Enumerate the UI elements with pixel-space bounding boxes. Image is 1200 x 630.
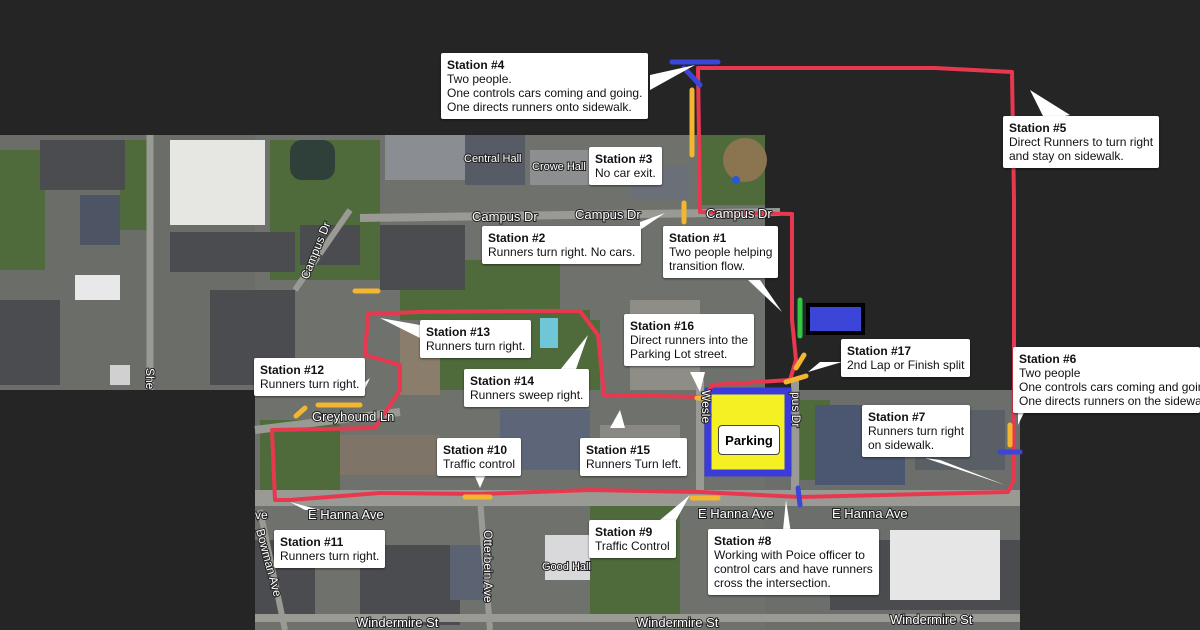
- label-crowe-hall: Crowe Hall: [532, 161, 586, 173]
- parking-label: Parking: [718, 425, 780, 455]
- station-text: transition flow.: [669, 259, 746, 273]
- station-text: control cars and have runners: [714, 562, 873, 576]
- station-title: Station #1: [669, 231, 727, 245]
- station-text: Runners sweep right.: [470, 388, 584, 402]
- station-title: Station #5: [1009, 121, 1067, 135]
- label-windermire-st-3: Windermire St: [890, 612, 973, 627]
- station-text: on sidewalk.: [868, 438, 935, 452]
- station-callout: Station #5 Direct Runners to turn right …: [1003, 116, 1160, 168]
- station-text: One directs runners onto sidewalk.: [447, 100, 632, 114]
- label-windermire-st-1: Windermire St: [356, 615, 439, 630]
- station-callout: Station #2 Runners turn right. No cars.: [482, 226, 642, 264]
- station-title: Station #3: [595, 152, 653, 166]
- station-callout: Station #16 Direct runners into the Park…: [624, 314, 755, 366]
- pool: [540, 318, 558, 348]
- label-campus-dr-2: Campus Dr: [575, 207, 641, 222]
- map-dot: [732, 176, 740, 184]
- label-ve: ve: [255, 508, 268, 522]
- pond: [290, 140, 335, 180]
- station-callout: Station #6 Two people One controls cars …: [1013, 347, 1200, 413]
- station-markers-blue: [669, 59, 1023, 508]
- station-text: Traffic Control: [595, 539, 670, 553]
- station-title: Station #13: [426, 325, 491, 339]
- station-markers-yellow: [293, 87, 1013, 501]
- station-title: Station #10: [443, 443, 508, 457]
- callout-pointers: [290, 65, 1070, 560]
- station-callout: Station #12 Runners turn right.: [254, 358, 366, 396]
- station-callout: Station #10 Traffic control: [437, 438, 522, 476]
- label-pus-dr: pus Dr: [789, 392, 803, 427]
- label-e-hanna-ave-3: E Hanna Ave: [832, 506, 908, 521]
- station-text: Runners turn right. No cars.: [488, 245, 636, 259]
- station-title: Station #9: [595, 525, 653, 539]
- station-title: Station #7: [868, 410, 926, 424]
- station-title: Station #16: [630, 319, 695, 333]
- station-text: cross the intersection.: [714, 576, 831, 590]
- label-she: She: [143, 368, 157, 390]
- label-wesle: Wesle: [699, 390, 713, 423]
- station-callout: Station #7 Runners turn right on sidewal…: [862, 405, 971, 457]
- street-labels: Central Hall Crowe Hall Campus Dr Campus…: [142, 152, 974, 630]
- station-callout: Station #15 Runners Turn left.: [580, 438, 688, 476]
- station-title: Station #17: [847, 344, 912, 358]
- label-windermire-st-2: Windermire St: [636, 615, 719, 630]
- station-title: Station #8: [714, 534, 772, 548]
- station-callout: Station #13 Runners turn right.: [420, 320, 532, 358]
- station-text: Direct runners into the: [630, 333, 749, 347]
- station-text: One controls cars coming and going.: [1019, 380, 1200, 394]
- station-text: Two people helping: [669, 245, 773, 259]
- station-text: One directs runners on the sidewalk.: [1019, 394, 1200, 408]
- station-text: No car exit.: [595, 166, 656, 180]
- label-campus-dr-3: Campus Dr: [706, 206, 772, 221]
- label-campus-dr-1: Campus Dr: [472, 209, 538, 224]
- station-text: Runners turn right.: [280, 549, 380, 563]
- station-title: Station #4: [447, 58, 505, 72]
- station-title: Station #11: [280, 535, 344, 549]
- station-text: Two people: [1019, 366, 1081, 380]
- station-text: One controls cars coming and going.: [447, 86, 643, 100]
- station-title: Station #12: [260, 363, 325, 377]
- station-callout: Station #11 Runners turn right.: [274, 530, 386, 568]
- label-otterbein-ave: Otterbein Ave: [481, 530, 495, 603]
- label-e-hanna-ave-1: E Hanna Ave: [308, 507, 384, 522]
- label-good-hall: Good Hall: [542, 561, 591, 573]
- station-text: Runners turn right: [868, 424, 965, 438]
- station-text: Two people.: [447, 72, 512, 86]
- station-callout: Station #14 Runners sweep right.: [464, 369, 590, 407]
- station-text: Parking Lot street.: [630, 347, 728, 361]
- station-title: Station #14: [470, 374, 535, 388]
- label-e-hanna-ave-2: E Hanna Ave: [698, 506, 774, 521]
- buildings: [75, 135, 1005, 600]
- station-text: and stay on sidewalk.: [1009, 149, 1124, 163]
- station-callout: Station #9 Traffic Control: [589, 520, 676, 558]
- station-text: Runners turn right.: [426, 339, 526, 353]
- station-text: Direct Runners to turn right: [1009, 135, 1154, 149]
- station-callout: Station #8 Working with Poice officer to…: [708, 529, 879, 595]
- label-greyhound-ln: Greyhound Ln: [312, 409, 394, 424]
- station-callout: Station #4 Two people. One controls cars…: [441, 53, 649, 119]
- race-route: [270, 66, 1016, 502]
- station-callout: Station #17 2nd Lap or Finish split: [841, 339, 971, 377]
- station-title: Station #6: [1019, 352, 1077, 366]
- station-text: Traffic control: [443, 457, 516, 471]
- station-text: 2nd Lap or Finish split: [847, 358, 965, 372]
- station-text: Working with Poice officer to: [714, 548, 865, 562]
- station-callout: Station #3 No car exit.: [589, 147, 662, 185]
- station-title: Station #15: [586, 443, 651, 457]
- station-title: Station #2: [488, 231, 546, 245]
- station-text: Runners turn right.: [260, 377, 360, 391]
- finish-marker: [806, 303, 865, 335]
- label-central-hall: Central Hall: [464, 153, 521, 165]
- station-callout: Station #1 Two people helping transition…: [663, 226, 779, 278]
- station-text: Runners Turn left.: [586, 457, 682, 471]
- ballfield: [723, 138, 767, 182]
